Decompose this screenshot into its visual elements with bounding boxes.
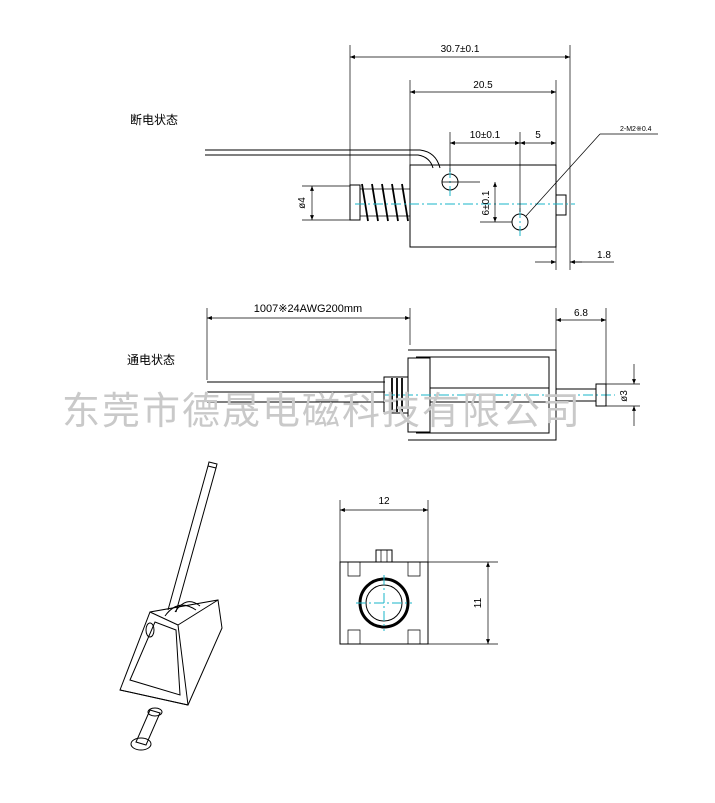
view-power-on: 通电状态 1007※24AWG200mm: [127, 303, 640, 441]
front-terminal: [375, 549, 393, 563]
plunger-off: [349, 183, 410, 222]
svg-text:ø3: ø3: [619, 390, 630, 402]
view-front: 12 11: [339, 496, 498, 645]
dim-hole-vertical: 6±0.1: [442, 181, 512, 223]
svg-text:6.8: 6.8: [574, 308, 588, 319]
view-isometric: [119, 461, 223, 751]
dim-lead-wire: 1007※24AWG200mm: [206, 303, 411, 380]
svg-text:12: 12: [378, 496, 390, 507]
dim-height: 11: [428, 561, 498, 645]
label-power-off: 断电状态: [130, 112, 178, 127]
dim-screw-holes: 2-M2※0.4: [525, 126, 658, 217]
shaft-on: [555, 383, 607, 407]
dim-body-length: 20.5: [409, 80, 557, 165]
svg-text:10±0.1: 10±0.1: [470, 130, 501, 141]
dim-rear-pin: 1.8: [535, 247, 614, 270]
view-power-off: 断电状态 30.7±0.1: [130, 44, 658, 270]
svg-text:1007※24AWG200mm: 1007※24AWG200mm: [254, 303, 362, 315]
solenoid-body-off: [355, 164, 575, 248]
svg-text:30.7±0.1: 30.7±0.1: [441, 44, 480, 55]
svg-text:20.5: 20.5: [473, 80, 493, 91]
svg-text:6±0.1: 6±0.1: [481, 190, 492, 215]
label-power-on: 通电状态: [127, 353, 175, 367]
dim-plunger-dia: ø4: [297, 185, 350, 221]
svg-text:1.8: 1.8: [597, 250, 611, 261]
lead-wire-off: [205, 149, 441, 169]
dim-overall-length: 30.7±0.1: [349, 44, 571, 270]
dim-hole-spacing: 10±0.1: [449, 130, 521, 212]
dim-hole-edge: 5: [520, 130, 556, 145]
dim-stroke: 6.8: [555, 308, 607, 384]
dim-shaft-dia: ø3: [606, 364, 640, 426]
lead-wire-on: [207, 381, 385, 403]
dim-width: 12: [339, 496, 429, 562]
svg-text:2-M2※0.4: 2-M2※0.4: [620, 126, 652, 133]
svg-text:11: 11: [473, 597, 484, 608]
svg-text:ø4: ø4: [297, 197, 308, 209]
watermark: 东莞市德晟电磁科技有限公司: [62, 389, 582, 433]
svg-text:5: 5: [535, 130, 541, 141]
